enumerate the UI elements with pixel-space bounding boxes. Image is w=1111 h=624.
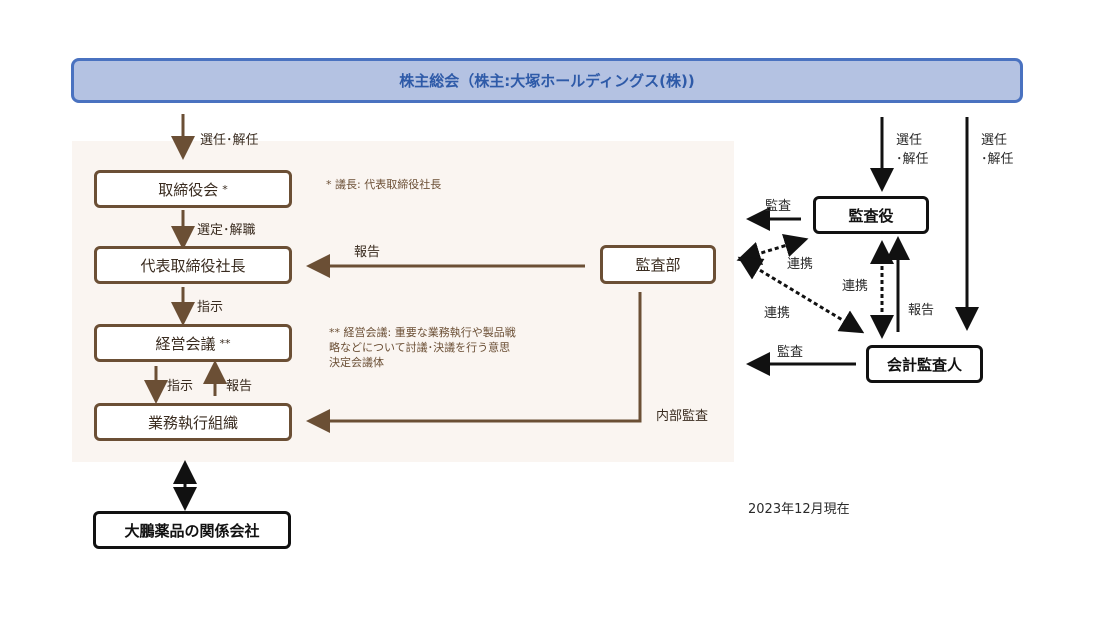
board-note: * 議長: 代表取締役社長 — [326, 177, 441, 192]
label-elect-dismiss: 選任･解任 — [200, 133, 259, 148]
exec-label: 業務執行組織 — [147, 413, 238, 432]
affiliates-box: 大鵬薬品の関係会社 — [93, 511, 291, 549]
dotted-link-auditdept-auditor — [736, 234, 809, 265]
label-internal-audit: 内部監査 — [656, 409, 709, 424]
label-elect-accountant-b: ･解任 — [981, 152, 1014, 167]
president-label: 代表取締役社長 — [140, 256, 246, 275]
label-instruct-2: 指示 — [167, 379, 194, 394]
label-instruct-1: 指示 — [197, 300, 224, 315]
label-report-2: 報告 — [354, 245, 381, 260]
management-meeting-box: 経営会議** — [94, 324, 292, 362]
shareholders-meeting-box: 株主総会（株主:大塚ホールディングス(株)) — [71, 58, 1023, 103]
affiliates-label: 大鵬薬品の関係会社 — [124, 521, 260, 540]
mgmt-mark: ** — [219, 336, 231, 350]
mgmt-note-line-3: 決定会議体 — [329, 356, 384, 369]
arrow-internal-audit — [306, 292, 642, 433]
label-audit-1: 監査 — [765, 199, 792, 214]
audit-department-box: 監査部 — [600, 245, 716, 284]
business-execution-box: 業務執行組織 — [94, 403, 292, 441]
auditor-box: 監査役 — [813, 196, 929, 234]
label-elect-accountant-a: 選任 — [981, 133, 1008, 148]
label-report-3: 報告 — [908, 303, 935, 318]
mgmt-label: 経営会議 — [155, 334, 216, 353]
as-of-date: 2023年12月現在 — [748, 502, 850, 517]
label-elect-auditor-a: 選任 — [896, 133, 923, 148]
president-box: 代表取締役社長 — [94, 246, 292, 284]
audit-dept-label: 監査部 — [635, 256, 681, 274]
accounting-auditor-box: 会計監査人 — [866, 345, 983, 383]
auditor-label: 監査役 — [848, 206, 894, 225]
label-select-dismiss: 選定･解職 — [197, 223, 256, 238]
label-elect-auditor-b: ･解任 — [896, 152, 929, 167]
label-link-1: 連携 — [787, 257, 814, 272]
board-mark: * — [222, 182, 228, 196]
mgmt-note: ** 経営会議: 重要な業務執行や製品戦 略などについて討議･決議を行う意思 決… — [329, 325, 516, 370]
board-note-text: * 議長: 代表取締役社長 — [326, 178, 442, 191]
label-link-3: 連携 — [764, 306, 791, 321]
label-report-1: 報告 — [226, 379, 253, 394]
label-link-2: 連携 — [842, 279, 869, 294]
accountant-label: 会計監査人 — [886, 355, 962, 374]
mgmt-note-line-2: 略などについて討議･決議を行う意思 — [329, 341, 511, 354]
mgmt-note-line-1: ** 経営会議: 重要な業務執行や製品戦 — [329, 326, 516, 339]
board-of-directors-box: 取締役会* — [94, 170, 292, 208]
board-label: 取締役会 — [158, 180, 219, 199]
label-audit-2: 監査 — [777, 345, 804, 360]
shareholders-meeting-label: 株主総会（株主:大塚ホールディングス(株)) — [399, 72, 695, 90]
